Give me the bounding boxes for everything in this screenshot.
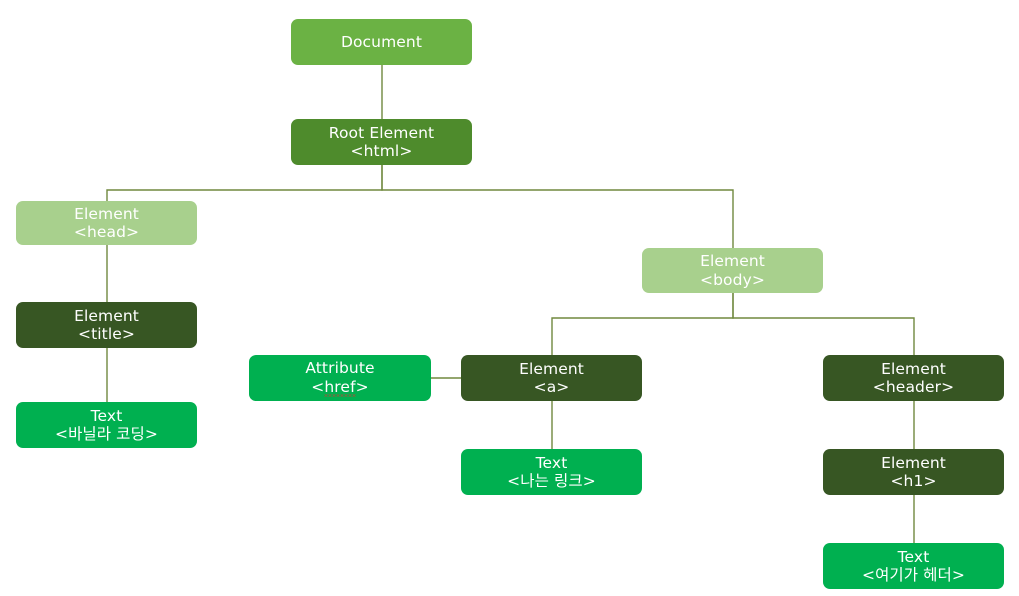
node-label-primary: Element xyxy=(881,453,946,472)
node-label-secondary: <header> xyxy=(872,378,955,396)
node-label-secondary: <head> xyxy=(73,223,140,241)
node-label-primary: Element xyxy=(74,204,139,223)
edge-html-to-head xyxy=(106,165,383,201)
element-title-node[interactable]: Element<title> xyxy=(16,302,197,348)
node-label-primary: Element xyxy=(881,359,946,378)
text-node-here-is-header[interactable]: Text<여기가 헤더> xyxy=(823,543,1004,589)
node-label-primary: Element xyxy=(74,306,139,325)
edge-body-to-header xyxy=(732,293,915,355)
node-label-secondary: <h1> xyxy=(890,472,937,490)
node-label-primary: Text xyxy=(90,406,123,425)
node-label-secondary: <body> xyxy=(700,270,765,289)
node-label-primary: Element xyxy=(700,252,765,271)
node-label-primary: Root Element xyxy=(328,123,435,142)
node-label-primary: Text xyxy=(535,453,568,472)
element-a-node[interactable]: Element<a> xyxy=(461,355,642,401)
node-label-primary: Element xyxy=(519,359,584,378)
node-label-secondary: <href> xyxy=(311,377,369,396)
edge-html-to-body xyxy=(381,165,734,248)
node-label-secondary: <여기가 헤더> xyxy=(861,566,965,584)
text-node-i-am-link[interactable]: Text<나는 링크> xyxy=(461,449,642,495)
node-label-primary: Document xyxy=(340,32,423,51)
spellcheck-underline: href xyxy=(324,377,356,396)
element-header-node[interactable]: Element<header> xyxy=(823,355,1004,401)
root-element-html-node[interactable]: Root Element<html> xyxy=(291,119,472,165)
node-label-secondary: <a> xyxy=(533,378,570,396)
node-label-secondary: <html> xyxy=(350,142,413,160)
edge-body-to-a xyxy=(551,293,734,355)
node-label-secondary: <title> xyxy=(78,325,135,343)
node-label-secondary: <바닐라 코딩> xyxy=(54,425,158,443)
element-body-node[interactable]: Element<body> xyxy=(642,248,823,293)
document-node[interactable]: Document xyxy=(291,19,472,65)
node-label-primary: Text xyxy=(897,547,930,566)
element-h1-node[interactable]: Element<h1> xyxy=(823,449,1004,495)
node-label-primary: Attribute xyxy=(305,359,375,378)
text-node-vanilla-coding[interactable]: Text<바닐라 코딩> xyxy=(16,402,197,448)
element-head-node[interactable]: Element<head> xyxy=(16,201,197,245)
attribute-href-node[interactable]: Attribute<href> xyxy=(249,355,431,401)
node-label-secondary: <나는 링크> xyxy=(507,472,596,490)
